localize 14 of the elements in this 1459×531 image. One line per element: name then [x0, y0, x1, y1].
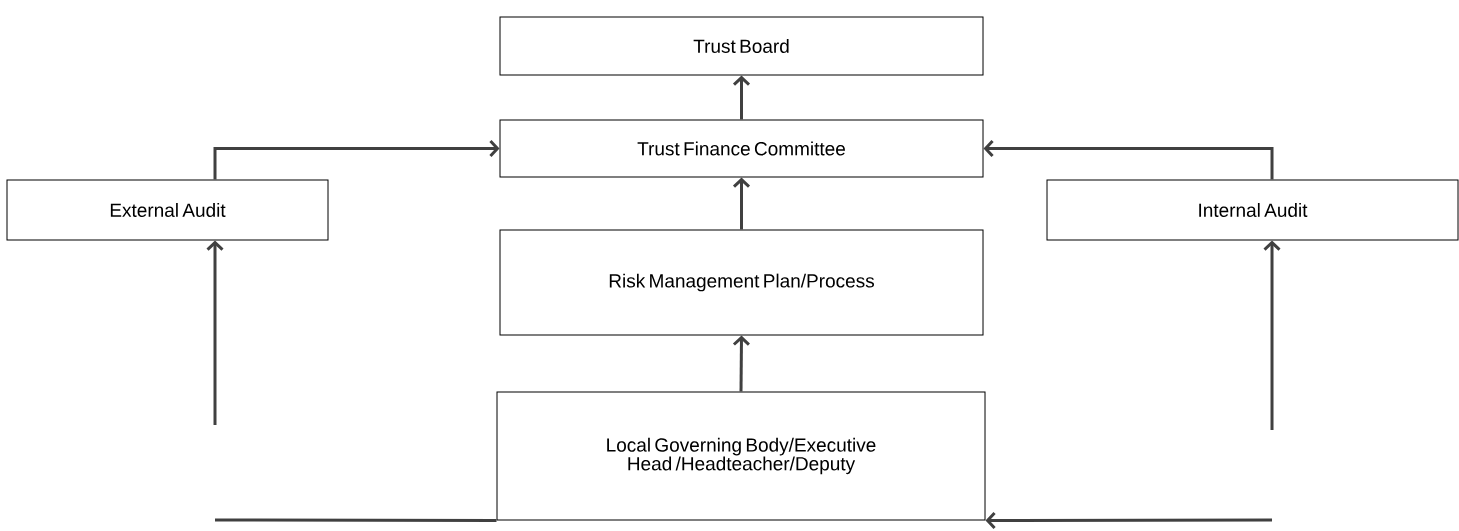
- process-box: Risk Management Plan/Process: [499, 229, 984, 336]
- arrow: [732, 335, 750, 392]
- process-box: External Audit: [6, 179, 329, 241]
- arrow: [733, 177, 751, 230]
- arrow: [733, 75, 751, 120]
- process-box: Trust Board: [499, 16, 984, 76]
- process-box: Local Governing Body/Executive Head /Headteacher/Deputy: [496, 391, 986, 521]
- arrow: [206, 240, 224, 425]
- arrow: [1263, 240, 1281, 430]
- process-box: Trust Finance Committee: [499, 119, 984, 178]
- process-box: Internal Audit: [1046, 179, 1459, 241]
- arrow: [983, 139, 1274, 180]
- arrow: [213, 139, 500, 180]
- arrow: [985, 511, 1272, 529]
